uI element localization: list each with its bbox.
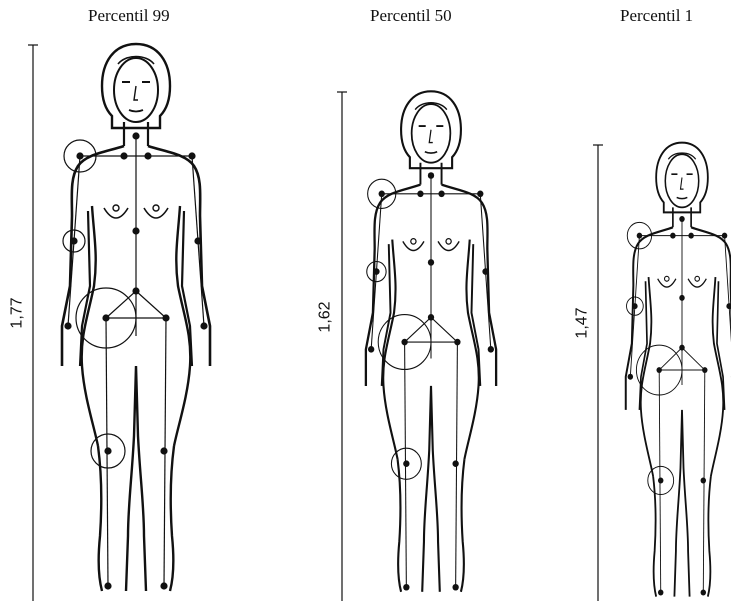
female-figure-percentil-50 — [366, 91, 496, 592]
female-figure-percentil-99 — [62, 44, 210, 591]
female-figure-percentil-1 — [626, 143, 731, 597]
